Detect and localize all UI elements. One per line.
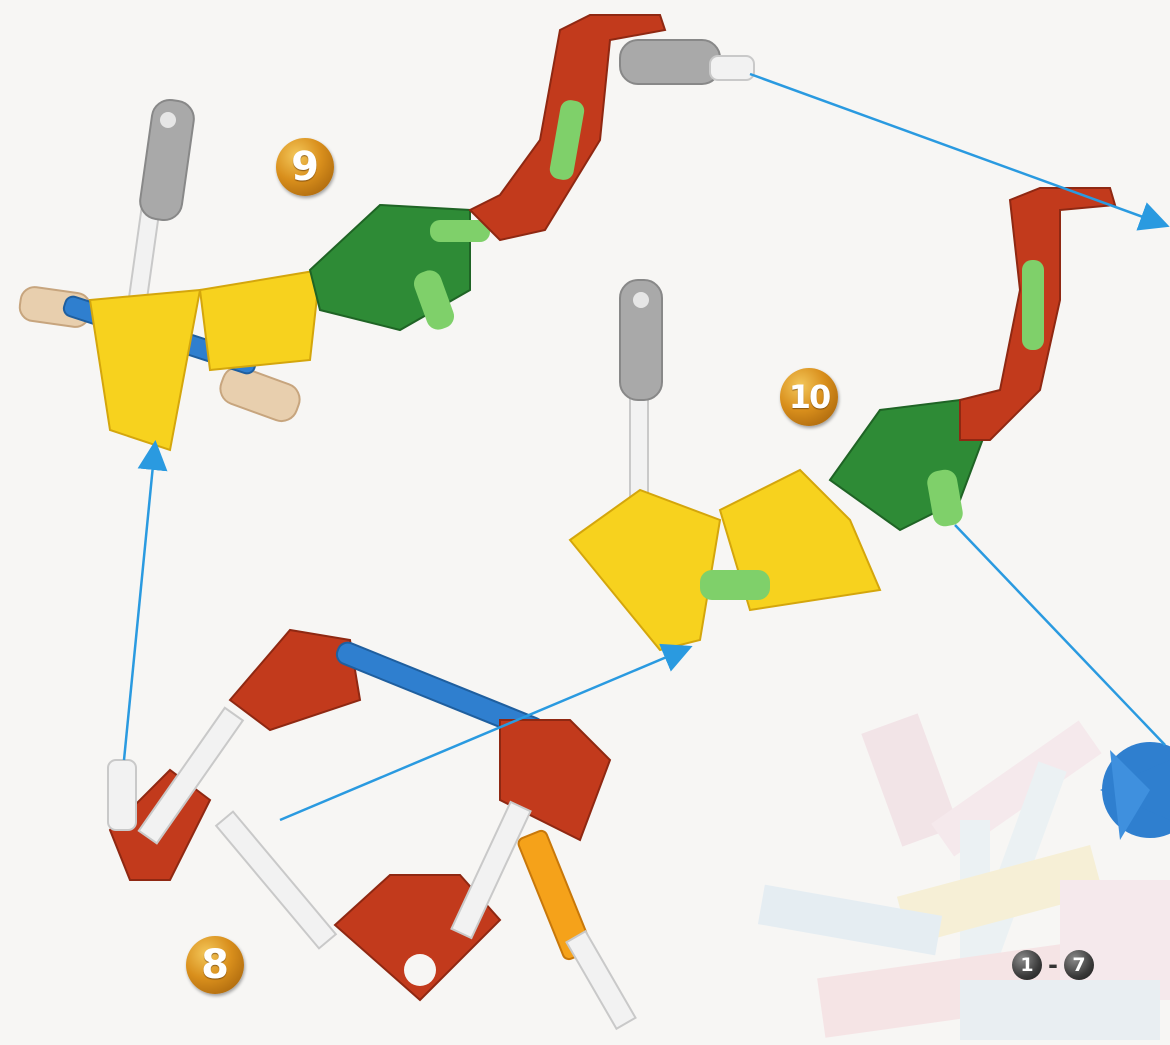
prior-steps-indicator: 1 - 7	[1012, 950, 1094, 980]
blue-connector	[1100, 742, 1170, 840]
arrow-step9-to-step10	[750, 74, 1165, 225]
prior-step-end-badge: 7	[1064, 950, 1094, 980]
arrow-step10-to-model	[955, 525, 1165, 745]
arrow-step8-to-step9	[124, 445, 155, 760]
step-9-badge: 9	[276, 138, 334, 196]
step-10-badge: 10	[780, 368, 838, 426]
prior-steps-separator: -	[1048, 953, 1058, 977]
step-8-badge: 8	[186, 936, 244, 994]
prior-step-start-badge: 1	[1012, 950, 1042, 980]
completed-model-ghost	[758, 713, 1170, 1040]
step-10-assembly	[570, 188, 1115, 650]
